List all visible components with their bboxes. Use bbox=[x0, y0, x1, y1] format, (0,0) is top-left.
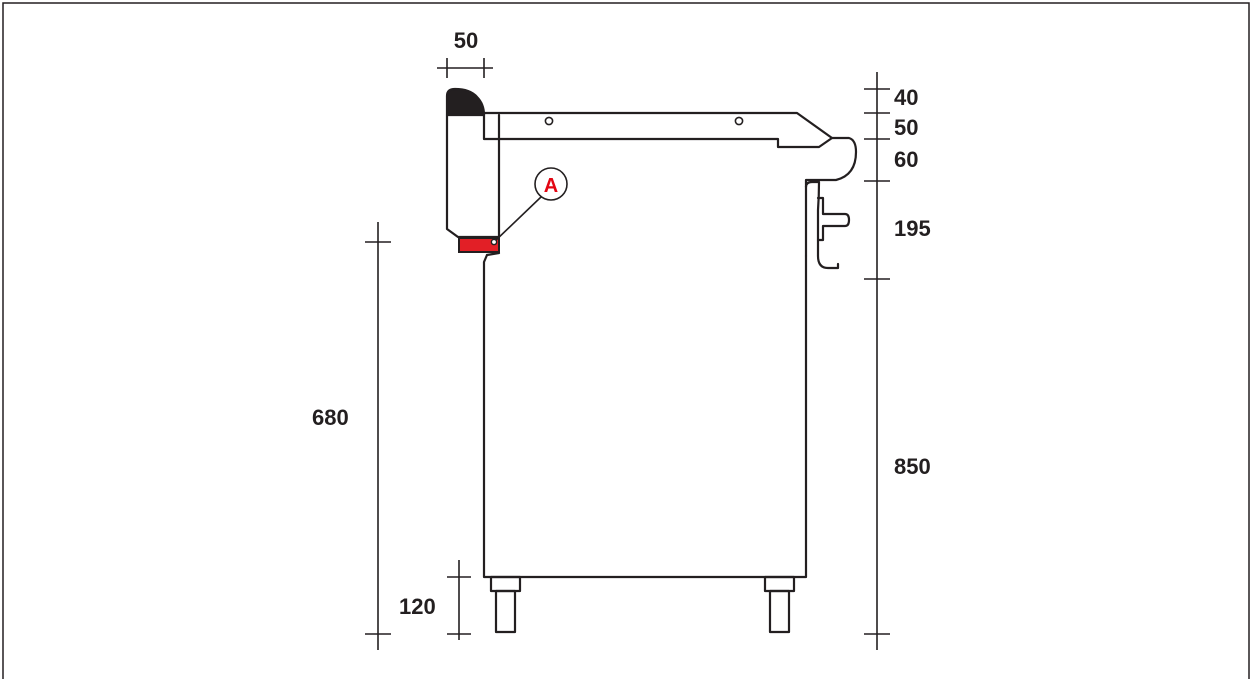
foot-rear bbox=[489, 575, 522, 634]
callout-a: A bbox=[490, 167, 568, 246]
component-a-marker bbox=[458, 237, 500, 253]
rear-column bbox=[445, 113, 501, 239]
dim-left-120: 120 bbox=[399, 594, 436, 619]
dim-right-850: 850 bbox=[894, 454, 931, 479]
cabinet-body bbox=[482, 253, 808, 579]
dim-right-195: 195 bbox=[894, 216, 931, 241]
dimension-labels: 50 40 50 60 195 850 680 120 bbox=[312, 28, 931, 619]
dimension-lines bbox=[365, 58, 890, 650]
callout-label: A bbox=[544, 175, 558, 197]
dim-right-60: 60 bbox=[894, 147, 918, 172]
worktop-profile bbox=[482, 111, 858, 258]
dim-right-40: 40 bbox=[894, 85, 918, 110]
dim-right-50: 50 bbox=[894, 115, 918, 140]
dim-top-50: 50 bbox=[454, 28, 478, 53]
worktop-lower-edge bbox=[482, 111, 834, 149]
screw-hole bbox=[734, 116, 744, 126]
upper-body-edge bbox=[485, 251, 501, 257]
appliance-outline bbox=[445, 87, 858, 634]
dim-left-680: 680 bbox=[312, 405, 349, 430]
callout-circle bbox=[534, 167, 568, 201]
control-panel bbox=[804, 180, 840, 270]
screw-hole bbox=[544, 116, 554, 126]
control-knob bbox=[816, 196, 851, 242]
foot-front bbox=[763, 575, 796, 634]
rear-cap bbox=[445, 87, 486, 117]
